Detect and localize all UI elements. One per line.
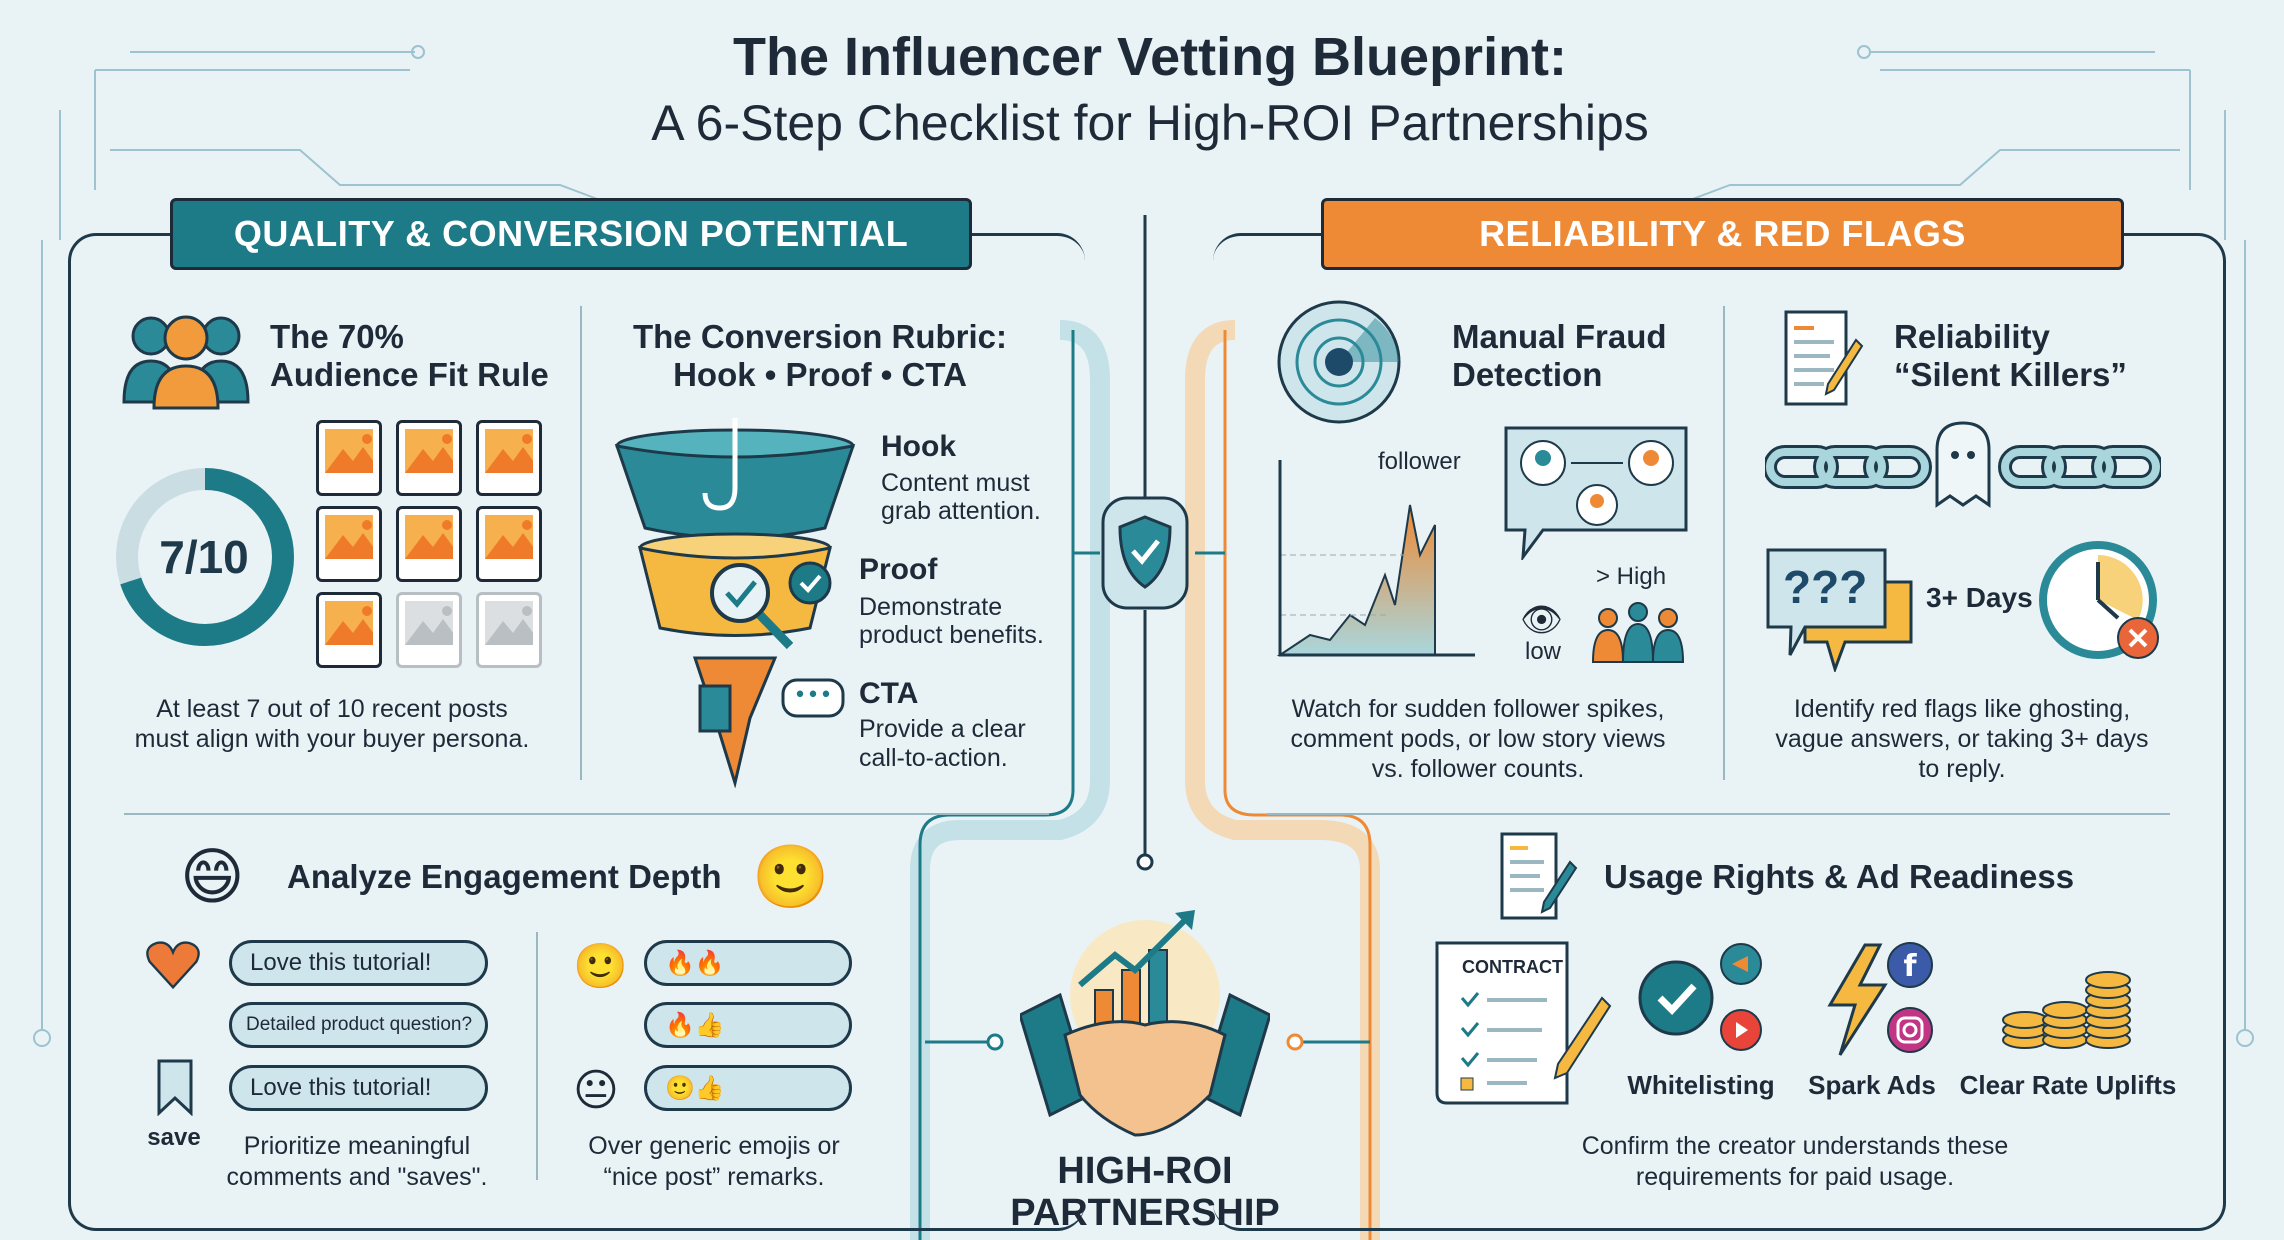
reliability-banner: RELIABILITY & RED FLAGS (1321, 198, 2124, 270)
heart-icon (146, 941, 200, 990)
rate-uplifts-label: Clear Rate Uplifts (1959, 1070, 2177, 1100)
whitelisting-label: Whitelisting (1627, 1070, 1775, 1100)
fraud-caption-1: Watch for sudden follower spikes, (1291, 695, 1665, 723)
generic-comment: 🔥🔥 (644, 940, 852, 986)
engagement-caption-right-2: “nice post” remarks. (603, 1163, 825, 1191)
cta-desc-2: call-to-action. (859, 744, 1008, 772)
matching-post-thumbnail (476, 506, 542, 582)
coin-stacks-icon (2002, 971, 2131, 1049)
title-line-2: A 6-Step Checklist for High-ROI Partners… (651, 95, 1649, 151)
quality-banner: QUALITY & CONVERSION POTENTIAL (170, 198, 972, 270)
center-label-1: HIGH-ROI (1057, 1150, 1233, 1192)
fit-rule-title-2: Audience Fit Rule (270, 356, 549, 393)
laughing-emoji-icon: 😄 (180, 843, 245, 912)
matching-post-thumbnail (476, 420, 542, 496)
broken-chain-ghost-icon (1765, 421, 2161, 508)
fraud-title-1: Manual Fraud (1452, 318, 1667, 355)
hook-label: Hook (881, 430, 956, 463)
smiley-emoji-icon: 🙂 (573, 942, 628, 991)
non-matching-post-thumbnail (476, 592, 542, 668)
fraud-caption-2: comment pods, or low story views (1290, 725, 1666, 753)
non-matching-post-thumbnail (396, 592, 462, 668)
fit-caption-2: must align with your buyer persona. (134, 725, 530, 753)
shield-check-icon (1101, 496, 1189, 610)
engagement-caption-left-1: Prioritize meaningful (243, 1132, 471, 1160)
generic-comment: 🔥👍 (644, 1002, 852, 1048)
rubric-title-1: The Conversion Rubric: (632, 318, 1008, 355)
svg-text:•••: ••• (794, 683, 833, 708)
fit-score: 7/10 (159, 531, 249, 583)
matching-post-thumbnail (396, 506, 462, 582)
svg-text:f: f (1903, 949, 1917, 984)
engagement-title: Analyze Engagement Depth (287, 858, 722, 895)
hook-desc-1: Content must (881, 469, 1030, 497)
neutral-emoji-icon: 😐 (573, 1066, 619, 1115)
eye-icon: 👁 (1520, 601, 1564, 639)
divider (1723, 306, 1725, 780)
bookmark-save-icon (157, 1059, 193, 1116)
matching-post-thumbnail (316, 592, 382, 668)
reliability-caption-2: vague answers, or taking 3+ days (1775, 725, 2149, 753)
proof-label: Proof (859, 553, 938, 586)
rubric-title-2: Hook • Proof • CTA (673, 356, 967, 393)
matching-post-thumbnail (316, 420, 382, 496)
fraud-title-2: Detection (1452, 356, 1603, 393)
fraud-caption-3: vs. follower counts. (1371, 755, 1585, 783)
handshake-growth-icon (1020, 910, 1270, 1137)
usage-caption-2: requirements for paid usage. (1635, 1163, 1955, 1191)
fit-score-donut (116, 468, 294, 646)
title-line-1: The Influencer Vetting Blueprint: (732, 27, 1568, 87)
cta-label: CTA (859, 677, 919, 710)
crowd-icon (1591, 602, 1685, 663)
usage-title: Usage Rights & Ad Readiness (1604, 858, 2075, 895)
high-label: > High (1596, 563, 1667, 590)
divider (1267, 813, 2170, 815)
question-marks: ??? (1783, 561, 1868, 613)
reliability-title-2: “Silent Killers” (1894, 356, 2127, 393)
comment-pod-icon (1504, 426, 1688, 560)
spark-ads-label: Spark Ads (1808, 1070, 1936, 1100)
usage-caption-1: Confirm the creator understands these (1581, 1132, 2009, 1160)
proof-desc-1: Demonstrate (859, 593, 1003, 621)
conversion-funnel-icon: ••• (614, 418, 856, 788)
contract-icon (1435, 941, 1612, 1105)
question-chat-icon (1766, 548, 1913, 672)
cta-desc-1: Provide a clear (859, 715, 1026, 743)
matching-post-thumbnail (316, 506, 382, 582)
generic-comment: 🙂👍 (644, 1065, 852, 1111)
low-label: low (1525, 638, 1562, 665)
fit-score-arc (116, 468, 294, 646)
divider (124, 813, 1049, 815)
days-label: 3+ Days (1926, 582, 2033, 613)
meaningful-comment: Detailed product question? (229, 1002, 488, 1048)
whitelisting-icon (1638, 943, 1762, 1051)
follower-spike-chart (1276, 460, 1475, 657)
audience-icon (122, 315, 250, 410)
contract-label: CONTRACT (1462, 957, 1563, 977)
matching-post-thumbnail (396, 420, 462, 496)
smiley-emoji-icon: 🙂 (752, 843, 830, 912)
document-pencil-icon (1784, 310, 1864, 406)
save-label: save (147, 1124, 201, 1151)
divider (580, 306, 582, 780)
fit-rule-title-1: The 70% (270, 318, 404, 355)
document-pencil-icon (1500, 832, 1578, 920)
recent-posts-grid (316, 420, 546, 670)
meaningful-comment: Love this tutorial! (229, 1065, 488, 1111)
engagement-caption-left-2: comments and "saves". (226, 1163, 488, 1191)
divider (536, 932, 538, 1180)
follower-chart-label: follower (1378, 448, 1461, 475)
radar-icon (1277, 300, 1401, 424)
reliability-caption-1: Identify red flags like ghosting, (1793, 695, 2131, 723)
reliability-caption-3: to reply. (1918, 755, 2006, 783)
hook-desc-2: grab attention. (881, 497, 1041, 525)
engagement-caption-right-1: Over generic emojis or (588, 1132, 840, 1160)
fit-caption-1: At least 7 out of 10 recent posts (156, 695, 508, 723)
proof-desc-2: product benefits. (859, 621, 1044, 649)
clock-overdue-icon (2039, 541, 2159, 659)
reliability-title-1: Reliability (1894, 318, 2050, 355)
spark-ads-icon: f (1827, 942, 1933, 1056)
meaningful-comment: Love this tutorial! (229, 940, 488, 986)
